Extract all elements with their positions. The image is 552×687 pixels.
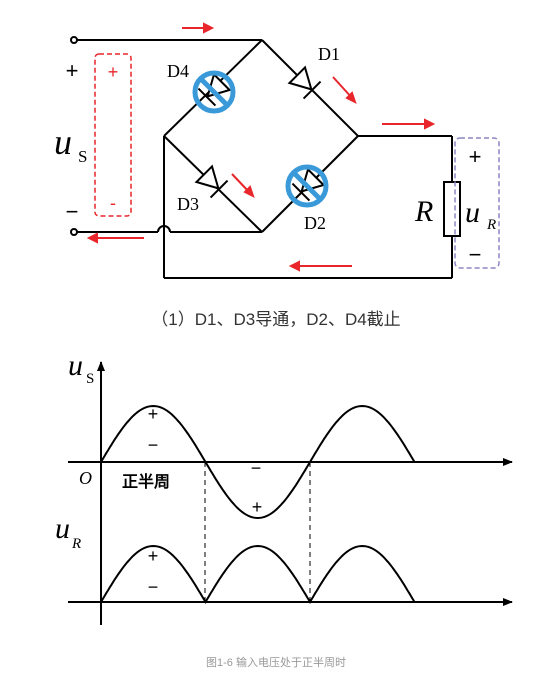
source-polarity-box bbox=[94, 53, 132, 217]
source-terminal-top bbox=[70, 36, 78, 44]
blocked-mark-d2 bbox=[285, 164, 329, 208]
resistor-label: R bbox=[414, 195, 433, 228]
current-arrow-bottom-return bbox=[288, 260, 352, 272]
source-minus-sign: − bbox=[66, 199, 79, 224]
diode-d1 bbox=[287, 65, 322, 100]
origin-label: O bbox=[79, 468, 92, 488]
circuit-subcaption: （1）D1、D3导通，D2、D4截止 bbox=[151, 310, 400, 329]
source-plus-sign: + bbox=[66, 58, 79, 83]
resistor bbox=[443, 181, 461, 237]
load-polarity-box bbox=[454, 137, 500, 269]
bridge-rectifier-circuit bbox=[70, 36, 461, 279]
current-arrow-d3 bbox=[231, 173, 255, 198]
ur-plus: + bbox=[148, 546, 159, 566]
diode-d4-label: D4 bbox=[167, 61, 189, 81]
current-arrow-output-top bbox=[382, 118, 436, 130]
us-sine-wave bbox=[100, 404, 416, 520]
source-terminal-bottom bbox=[70, 228, 78, 236]
blocked-mark-d4 bbox=[192, 70, 236, 114]
figure-caption: 图1-6 输入电压处于正半周时 bbox=[206, 657, 346, 669]
source-box-minus: - bbox=[110, 193, 116, 213]
ur-axis-label: u bbox=[55, 512, 70, 545]
load-voltage-label: u bbox=[465, 196, 480, 229]
diode-d2-label: D2 bbox=[304, 213, 326, 233]
ur-minus: − bbox=[148, 577, 159, 597]
load-minus-sign: − bbox=[469, 242, 482, 267]
diode-d3 bbox=[194, 164, 229, 199]
source-box-plus: + bbox=[108, 62, 119, 82]
us-negative-plus: + bbox=[252, 497, 263, 517]
source-voltage-subscript: S bbox=[78, 147, 87, 166]
ur-rectified-wave bbox=[100, 544, 416, 604]
us-axis-subscript: S bbox=[86, 371, 94, 387]
diode-d1-label: D1 bbox=[318, 44, 340, 64]
load-voltage-subscript: R bbox=[486, 217, 496, 233]
ur-axis-subscript: R bbox=[71, 536, 81, 552]
load-plus-sign: + bbox=[469, 144, 482, 169]
current-arrow-top-input bbox=[182, 22, 215, 34]
positive-half-cycle-label: 正半周 bbox=[122, 472, 170, 491]
current-arrow-d1 bbox=[332, 76, 357, 104]
us-positive-minus: − bbox=[148, 435, 159, 455]
current-arrow-bottom-input bbox=[86, 232, 144, 244]
source-voltage-label: u bbox=[54, 122, 72, 162]
us-negative-minus: − bbox=[251, 458, 262, 478]
diode-d3-label: D3 bbox=[177, 194, 199, 214]
us-axis-label: u bbox=[68, 349, 83, 382]
us-positive-plus: + bbox=[148, 404, 159, 424]
